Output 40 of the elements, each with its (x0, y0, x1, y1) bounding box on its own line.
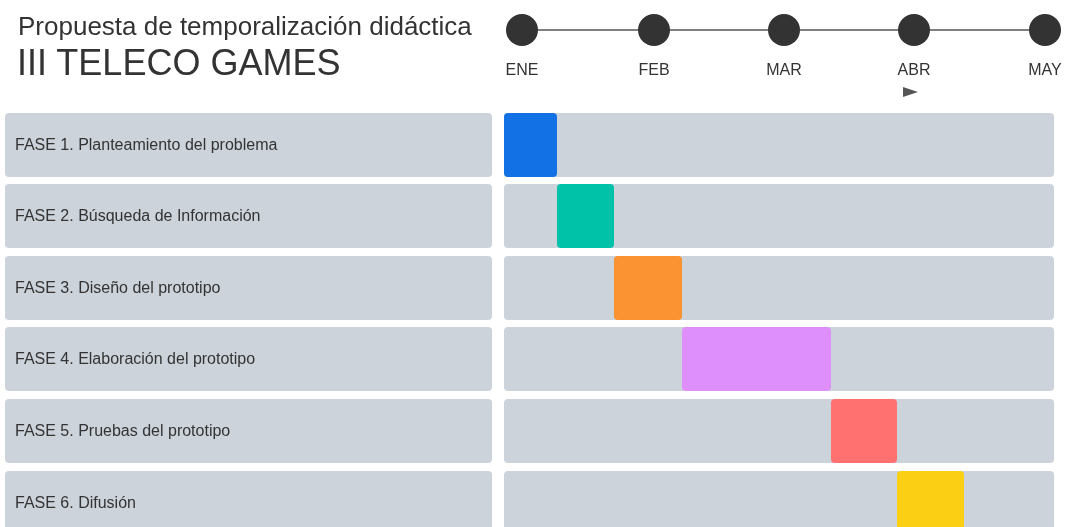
timeline-track (504, 184, 1054, 248)
subtitle: III TELECO GAMES (17, 42, 341, 84)
month-label: MAY (1027, 61, 1063, 79)
gantt-bar (897, 471, 964, 527)
title: Propuesta de temporalización didáctica (18, 10, 472, 42)
phase-box (5, 256, 492, 320)
phase-label: FASE 1. Planteamiento del problema (15, 135, 278, 155)
phase-label: FASE 6. Difusión (15, 493, 136, 513)
timeline-dot (506, 14, 538, 46)
timeline-dot (898, 14, 930, 46)
gantt-bar (557, 184, 614, 248)
phase-box (5, 184, 492, 248)
connector-line (669, 29, 769, 31)
phase-label: FASE 4. Elaboración del prototipo (15, 349, 256, 369)
phase-box (5, 399, 492, 463)
timeline-track (504, 256, 1054, 320)
gantt-bar (682, 327, 831, 391)
timeline-dot (638, 14, 670, 46)
phase-box (5, 471, 492, 527)
gantt-bar (504, 113, 557, 177)
phase-label: FASE 2. Búsqueda de Información (15, 206, 261, 226)
month-label: ENE (504, 61, 540, 79)
phase-box (5, 327, 492, 391)
timeline-track (504, 471, 1054, 527)
phase-box (5, 113, 492, 177)
timeline-dot (1029, 14, 1061, 46)
connector-line (799, 29, 899, 31)
phase-label: FASE 3. Diseño del prototipo (15, 278, 221, 298)
timeline-track (504, 113, 1054, 177)
connector-line (537, 29, 639, 31)
month-label: ABR (896, 61, 932, 79)
timeline-track (504, 399, 1054, 463)
month-label: MAR (765, 61, 803, 79)
phase-label: FASE 5. Pruebas del prototipo (15, 421, 231, 441)
timeline-track (504, 327, 1054, 391)
connector-line (929, 29, 1030, 31)
gantt-bar (614, 256, 682, 320)
month-label: FEB (637, 61, 671, 79)
timeline-dot (768, 14, 800, 46)
gantt-bar (831, 399, 897, 463)
